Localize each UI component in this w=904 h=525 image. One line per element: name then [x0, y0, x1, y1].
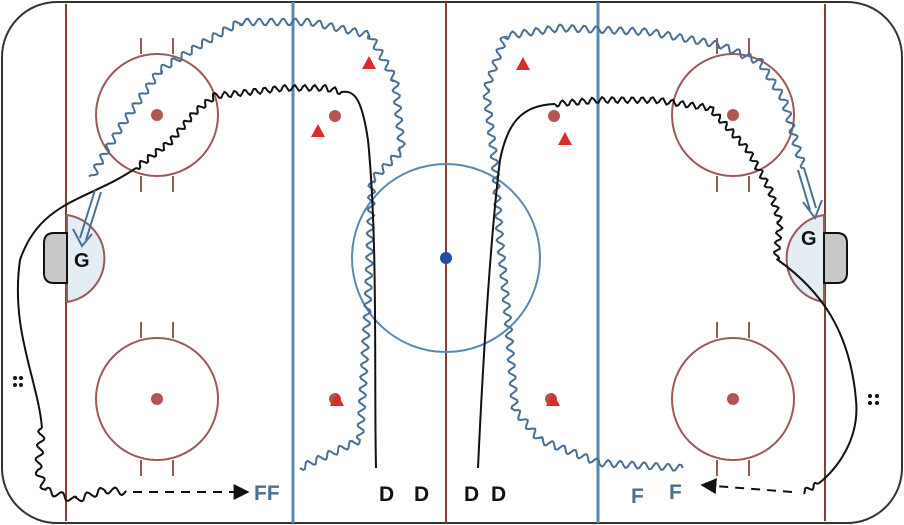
faceoff-dot-bottom-left	[151, 393, 163, 405]
defense-left-1-label: D	[379, 483, 394, 506]
defense-left-2-label: D	[414, 483, 429, 506]
faceoff-dot-top-right	[727, 109, 739, 121]
wavy-skate-path-right	[482, 23, 806, 472]
defense-right-1-label: D	[464, 483, 479, 506]
defense-right-2-label: D	[491, 483, 506, 506]
cone-icon	[311, 124, 325, 137]
faceoff-circle-bottom-left	[95, 322, 219, 476]
wavy-paths-layer	[34, 17, 819, 503]
neutral-dot-top-right	[548, 110, 560, 122]
cone-icon	[558, 132, 572, 145]
center-faceoff-dot	[440, 252, 452, 264]
cone-icon	[362, 56, 376, 69]
skating-paths	[16, 90, 858, 485]
double-arrow-icon	[72, 189, 102, 248]
wavy-puck-path-right-bottom	[803, 481, 819, 495]
net-right	[823, 232, 848, 284]
wavy-puck-path-left-top	[135, 84, 343, 171]
cone-icon	[516, 57, 530, 70]
goalie-right-label: G	[801, 228, 817, 250]
faceoff-circle-top-left	[95, 38, 219, 192]
skate-path-left-forward	[16, 167, 137, 429]
puck-pile-icon	[13, 376, 23, 387]
skate-path-right-forward	[777, 259, 858, 485]
skate-path-right-d	[477, 103, 556, 469]
net-left	[43, 232, 68, 284]
goalie-left-label: G	[74, 250, 90, 272]
forward-right-1-label: F	[631, 485, 644, 508]
faceoff-circle-bottom-right	[671, 322, 795, 476]
forward-right-2-label: F	[669, 481, 682, 504]
center-circle	[351, 163, 541, 353]
cone-icon	[546, 393, 560, 406]
neutral-dot-top-left	[329, 110, 341, 122]
forwards-left-label: FF	[254, 482, 280, 505]
wavy-puck-path-left-bottom	[34, 427, 127, 503]
faceoff-dot-top-left	[151, 109, 163, 121]
cone-icon	[330, 393, 344, 406]
puck-pile-icon	[868, 394, 879, 405]
faceoff-circle-top-right	[671, 38, 795, 192]
crease-right	[785, 213, 825, 304]
double-arrow-icon	[797, 167, 823, 221]
wavy-puck-path-right-top	[554, 96, 784, 261]
skate-path-left-d	[341, 90, 377, 469]
wavy-skate-path-left	[88, 17, 406, 471]
faceoff-dot-bottom-right	[727, 393, 739, 405]
